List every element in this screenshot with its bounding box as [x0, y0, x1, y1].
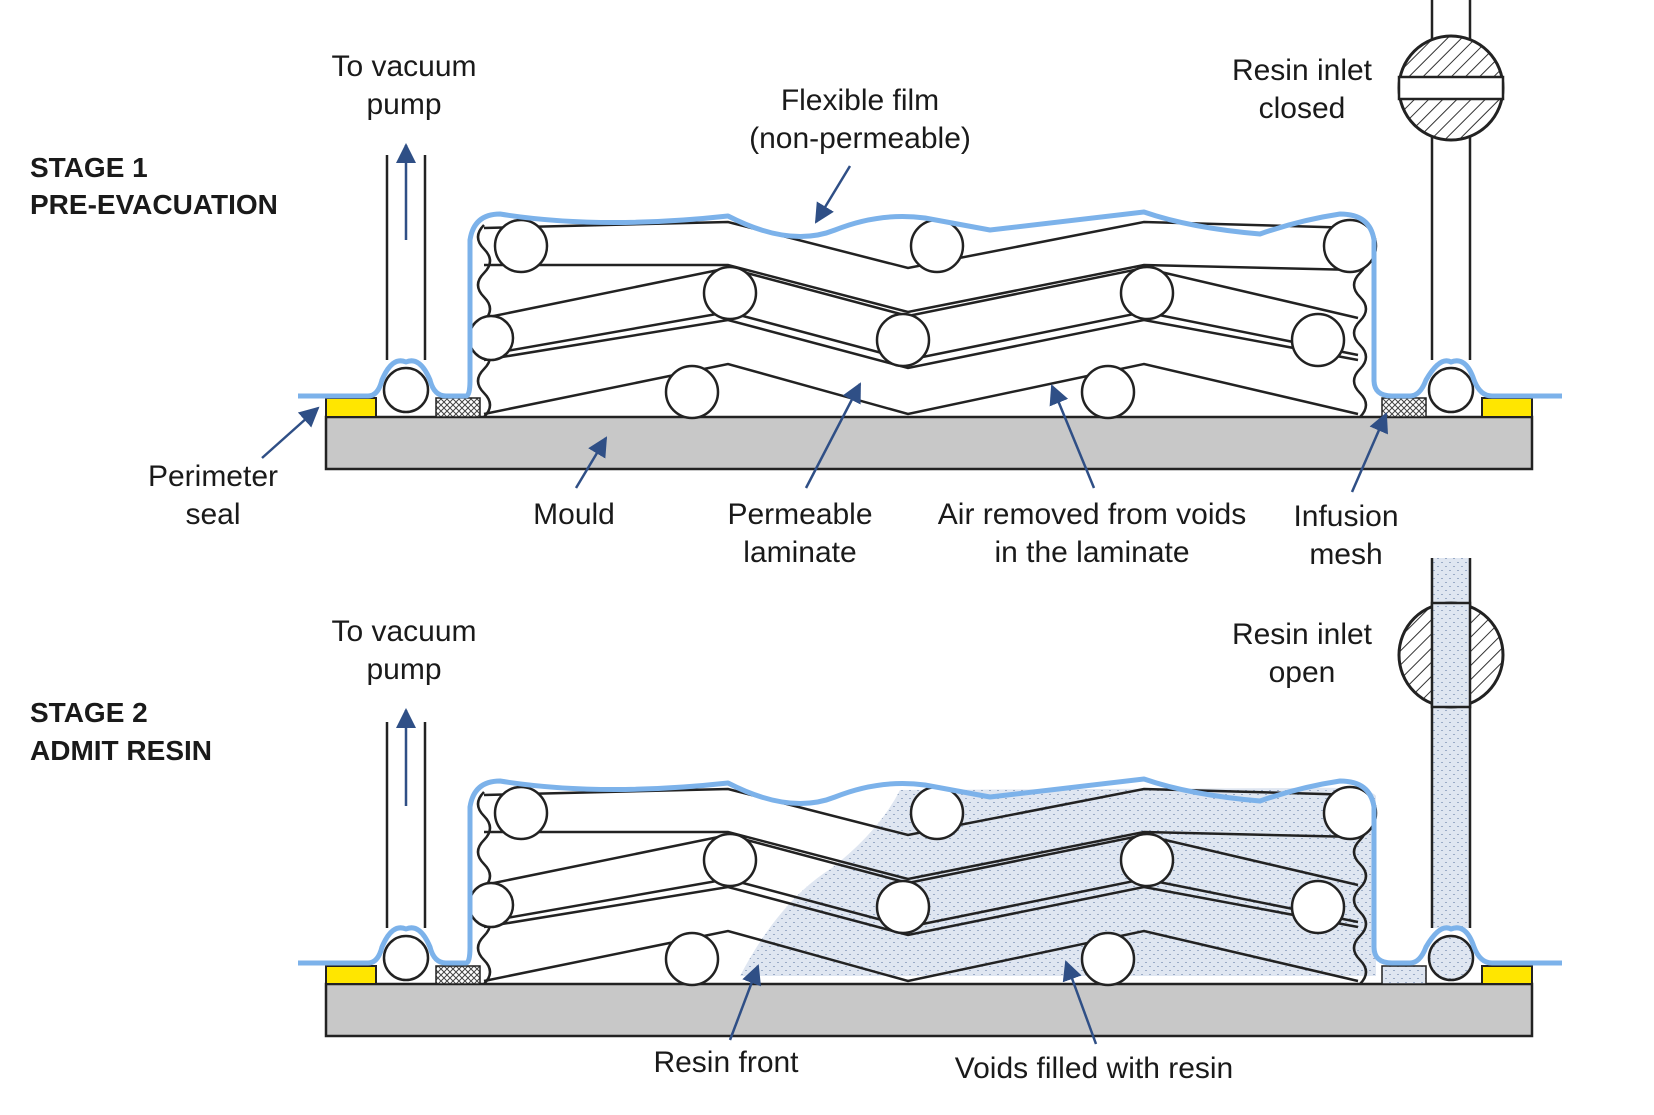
laminate-pointer-arrow	[804, 382, 862, 489]
perimeter-seal-left	[325, 397, 377, 418]
voids-pointer-arrow	[1062, 960, 1098, 1045]
valve-open-icon	[1397, 601, 1505, 709]
vacuum-pipe-2	[382, 708, 430, 982]
air-pointer-arrow	[1049, 384, 1096, 489]
resin-front-pointer-arrow	[728, 964, 761, 1041]
vacuum-pipe	[382, 143, 430, 414]
perimeter-seal-right-2	[1481, 965, 1533, 985]
flexible-film	[298, 209, 1562, 399]
stage1-subtitle: PRE-EVACUATION	[30, 189, 278, 220]
vacuum-label-2-line1: To vacuum	[331, 615, 476, 648]
resin-inlet-pipe	[1427, 0, 1475, 414]
infusion-mesh-right-2	[1381, 965, 1427, 985]
mesh-pointer-arrow	[1350, 412, 1388, 493]
mould-plate	[324, 415, 1534, 471]
mould-pointer-arrow	[574, 436, 608, 489]
resin-front-label: Resin front	[653, 1046, 799, 1079]
stage2-subtitle: ADMIT RESIN	[30, 735, 212, 766]
film-label-line1: Flexible film	[781, 84, 939, 117]
mould-label: Mould	[533, 498, 615, 531]
seal-label-line2: seal	[185, 498, 240, 531]
inlet-label-2-line1: Resin inlet	[1232, 618, 1373, 651]
stage2-title: STAGE 2	[30, 697, 148, 728]
valve-closed-icon	[1397, 34, 1505, 142]
stage1-panel: STAGE 1 PRE-EVACUATION	[30, 0, 1562, 571]
seal-label-line1: Perimeter	[148, 460, 278, 493]
mesh-label-line1: Infusion	[1293, 500, 1398, 533]
mesh-pad-left	[435, 397, 481, 418]
inlet-label-line1: Resin inlet	[1232, 54, 1373, 87]
air-label-line1: Air removed from voids	[938, 498, 1246, 531]
stage1-title: STAGE 1	[30, 152, 148, 183]
fibre-tows-2	[467, 785, 1378, 987]
film-label-line2: (non-permeable)	[749, 122, 971, 155]
film-pointer-arrow	[814, 165, 852, 224]
flexible-film-2	[298, 776, 1562, 966]
mesh-label-line2: mesh	[1309, 538, 1382, 571]
laminate-label-line2: laminate	[743, 536, 856, 569]
vacuum-label-line2: pump	[366, 88, 441, 121]
inlet-label-2-line2: open	[1269, 656, 1336, 689]
air-label-line2: in the laminate	[994, 536, 1189, 569]
vacuum-label-line1: To vacuum	[331, 50, 476, 83]
mesh-pad-left-2	[435, 965, 481, 985]
infusion-mesh-right	[1381, 397, 1427, 418]
laminate-label-line1: Permeable	[727, 498, 872, 531]
inlet-label-line2: closed	[1259, 92, 1346, 125]
perimeter-seal-right	[1481, 397, 1533, 418]
mould-plate-2	[324, 982, 1534, 1038]
vacuum-label-2-line2: pump	[366, 653, 441, 686]
voids-filled-label: Voids filled with resin	[955, 1052, 1233, 1085]
perimeter-seal-left-2	[325, 965, 377, 985]
seal-pointer-arrow	[261, 406, 320, 459]
stage2-panel: STAGE 2 ADMIT RESIN	[30, 558, 1562, 1085]
